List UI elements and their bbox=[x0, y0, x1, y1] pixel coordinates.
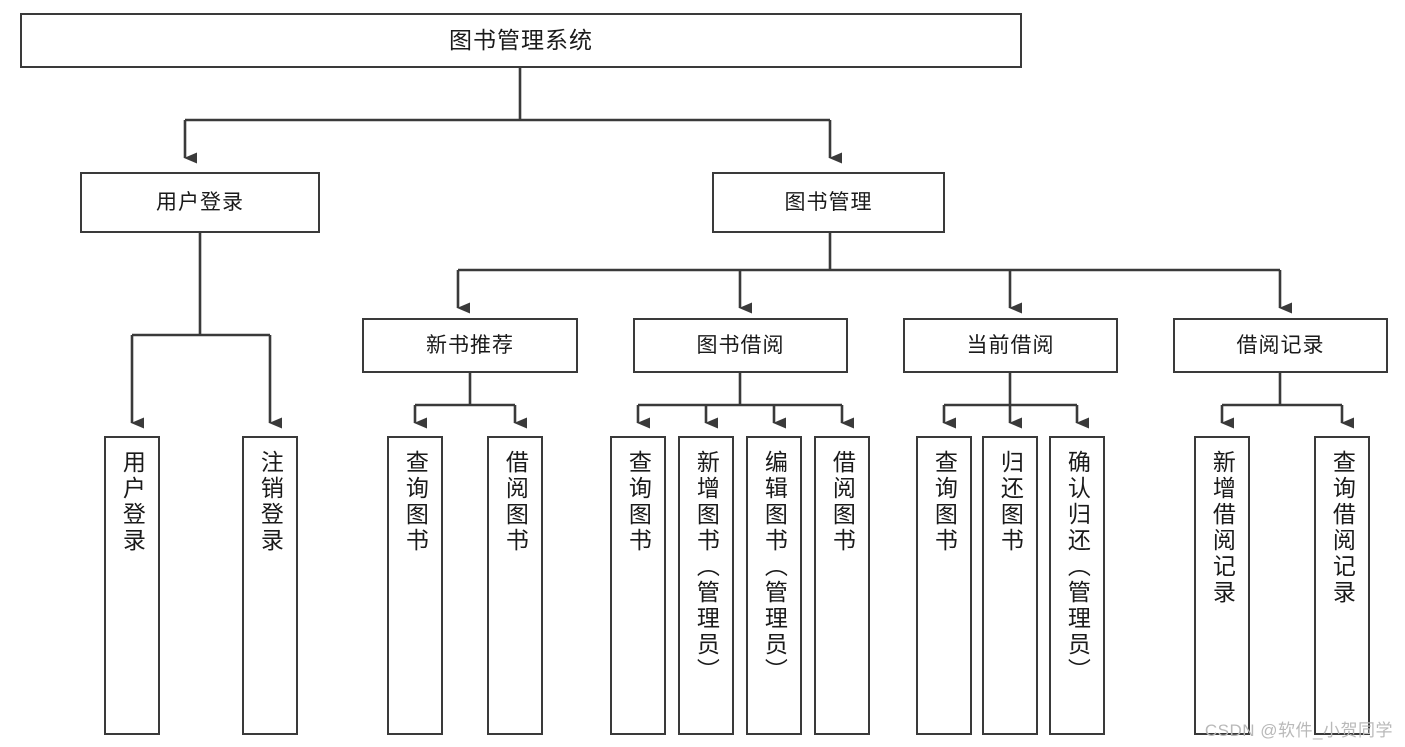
node-label: 新增借阅记录 bbox=[1209, 450, 1236, 606]
watermark-text: CSDN @软件_小贺同学 bbox=[1204, 721, 1393, 740]
node-label: 当前借阅 bbox=[966, 334, 1055, 357]
leaf-borrow-record-add[interactable]: 新增借阅记录 bbox=[1194, 436, 1250, 735]
node-user-login[interactable]: 用户登录 bbox=[80, 172, 320, 233]
node-new-book-recommend[interactable]: 新书推荐 bbox=[362, 318, 578, 373]
leaf-current-borrow-return[interactable]: 归还图书 bbox=[982, 436, 1038, 735]
node-label: 查询图书 bbox=[402, 450, 429, 554]
node-label: 用户登录 bbox=[156, 191, 244, 214]
node-label: 图书管理系统 bbox=[449, 27, 593, 53]
node-label: 用户登录 bbox=[119, 450, 146, 554]
node-current-borrow[interactable]: 当前借阅 bbox=[903, 318, 1118, 373]
leaf-user-login-logout[interactable]: 注销登录 bbox=[242, 436, 298, 735]
node-label: 注销登录 bbox=[257, 450, 284, 554]
node-root-book-management-system[interactable]: 图书管理系统 bbox=[20, 13, 1022, 68]
leaf-new-book-borrow[interactable]: 借阅图书 bbox=[487, 436, 543, 735]
node-borrow-record[interactable]: 借阅记录 bbox=[1173, 318, 1388, 373]
node-label: 借阅记录 bbox=[1236, 334, 1325, 357]
node-label: 编辑图书（管理员） bbox=[761, 450, 788, 684]
node-label: 查询图书 bbox=[625, 450, 652, 554]
node-label: 新书推荐 bbox=[426, 334, 514, 357]
node-book-borrow[interactable]: 图书借阅 bbox=[633, 318, 848, 373]
node-label: 图书管理 bbox=[784, 191, 873, 214]
node-label: 查询借阅记录 bbox=[1329, 450, 1356, 606]
node-label: 借阅图书 bbox=[502, 450, 529, 554]
node-label: 新增图书（管理员） bbox=[693, 450, 720, 684]
node-label: 借阅图书 bbox=[829, 450, 856, 554]
leaf-book-borrow-query[interactable]: 查询图书 bbox=[610, 436, 666, 735]
node-label: 查询图书 bbox=[931, 450, 958, 554]
node-label: 图书借阅 bbox=[696, 334, 785, 357]
leaf-borrow-record-query[interactable]: 查询借阅记录 bbox=[1314, 436, 1370, 735]
leaf-new-book-query[interactable]: 查询图书 bbox=[387, 436, 443, 735]
leaf-book-borrow-borrow[interactable]: 借阅图书 bbox=[814, 436, 870, 735]
leaf-book-borrow-edit[interactable]: 编辑图书（管理员） bbox=[746, 436, 802, 735]
node-book-management[interactable]: 图书管理 bbox=[712, 172, 945, 233]
node-label: 归还图书 bbox=[997, 450, 1024, 554]
leaf-book-borrow-add[interactable]: 新增图书（管理员） bbox=[678, 436, 734, 735]
node-label: 确认归还（管理员） bbox=[1064, 450, 1091, 684]
leaf-current-borrow-query[interactable]: 查询图书 bbox=[916, 436, 972, 735]
leaf-user-login-login[interactable]: 用户登录 bbox=[104, 436, 160, 735]
leaf-current-borrow-confirm-return[interactable]: 确认归还（管理员） bbox=[1049, 436, 1105, 735]
